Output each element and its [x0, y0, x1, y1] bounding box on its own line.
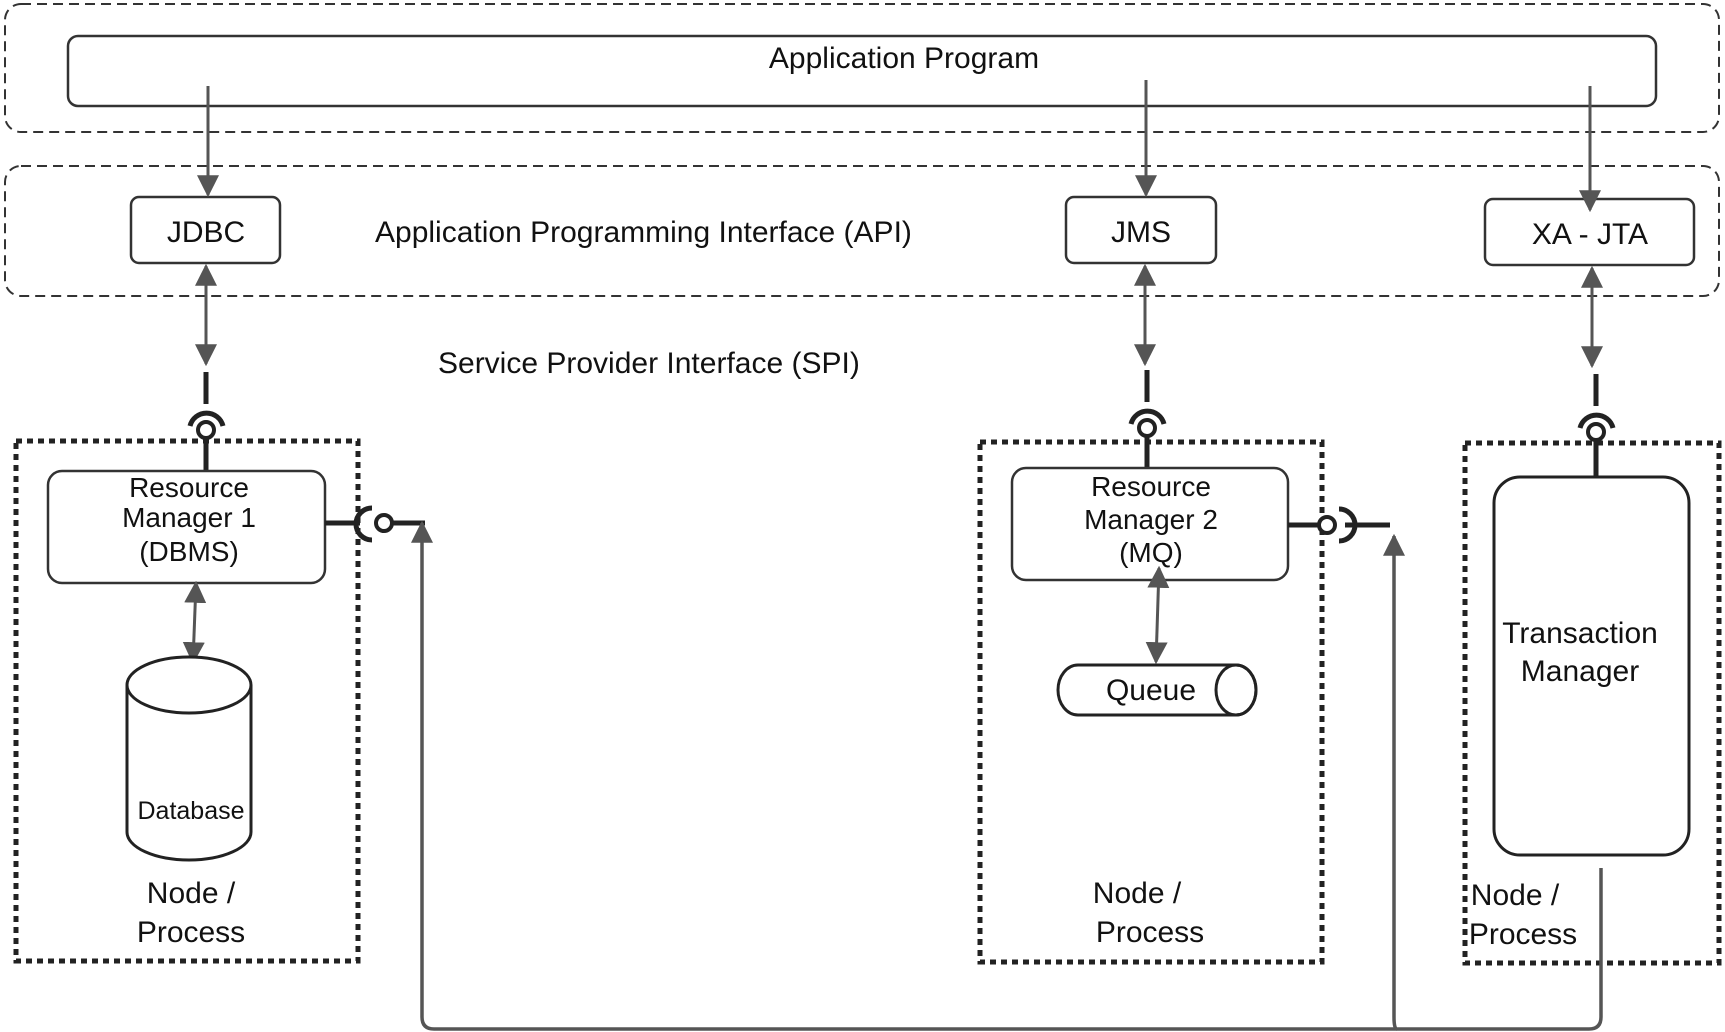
application-program-box: [66, 34, 1658, 108]
spi-label: Service Provider Interface (SPI): [438, 347, 860, 380]
node-1-socket-top: [187, 372, 226, 472]
jdbc-label: JDBC: [167, 216, 245, 249]
node-1-boundary: [13, 438, 361, 964]
node-3-boundary: [1462, 440, 1722, 966]
tm-to-rm1-arrow: [411, 520, 1603, 1031]
node-3-label-line-1: Node /: [1471, 879, 1560, 912]
node-3-label-line-2: Process: [1469, 918, 1577, 951]
transaction-manager-line-2: Manager: [1521, 655, 1639, 688]
node-2-socket-top: [1128, 370, 1167, 470]
node-1-socket-side: [325, 505, 425, 543]
resource-manager-1-line-2: Manager 1: [122, 502, 256, 533]
transaction-manager-line-1: Transaction: [1502, 617, 1658, 650]
application-program-label: Application Program: [769, 42, 1039, 75]
node-2-socket-side: [1288, 506, 1390, 544]
tm-to-rm2-arrow: [1383, 533, 1405, 1031]
resource-manager-2-line-3: (MQ): [1119, 537, 1183, 568]
node-2-boundary: [977, 439, 1325, 965]
transaction-manager-box: [1492, 475, 1691, 857]
node-1-label-line-2: Process: [137, 916, 245, 949]
resource-manager-1-line-1: Resource: [129, 472, 249, 503]
queue-label: Queue: [1106, 674, 1196, 707]
node-3-socket-top: [1577, 374, 1616, 476]
resource-manager-2-line-1: Resource: [1091, 471, 1211, 502]
jms-label: JMS: [1111, 216, 1171, 249]
queue-cylinder: [1056, 663, 1258, 717]
api-layer-boundary: [4, 165, 1720, 297]
node-1-label-line-1: Node /: [147, 877, 236, 910]
node-2-label-line-1: Node /: [1093, 877, 1182, 910]
application-layer-boundary: [4, 3, 1720, 133]
api-layer-label: Application Programming Interface (API): [375, 216, 912, 249]
resource-manager-1-line-3: (DBMS): [139, 536, 239, 567]
rm1-database-arrow: [182, 580, 207, 665]
xa-jta-label: XA - JTA: [1532, 218, 1648, 251]
database-cylinder: [125, 655, 253, 862]
rm2-queue-arrow: [1145, 565, 1170, 665]
resource-manager-2-line-2: Manager 2: [1084, 504, 1218, 535]
node-2-label-line-2: Process: [1096, 916, 1204, 949]
database-label: Database: [137, 797, 244, 825]
